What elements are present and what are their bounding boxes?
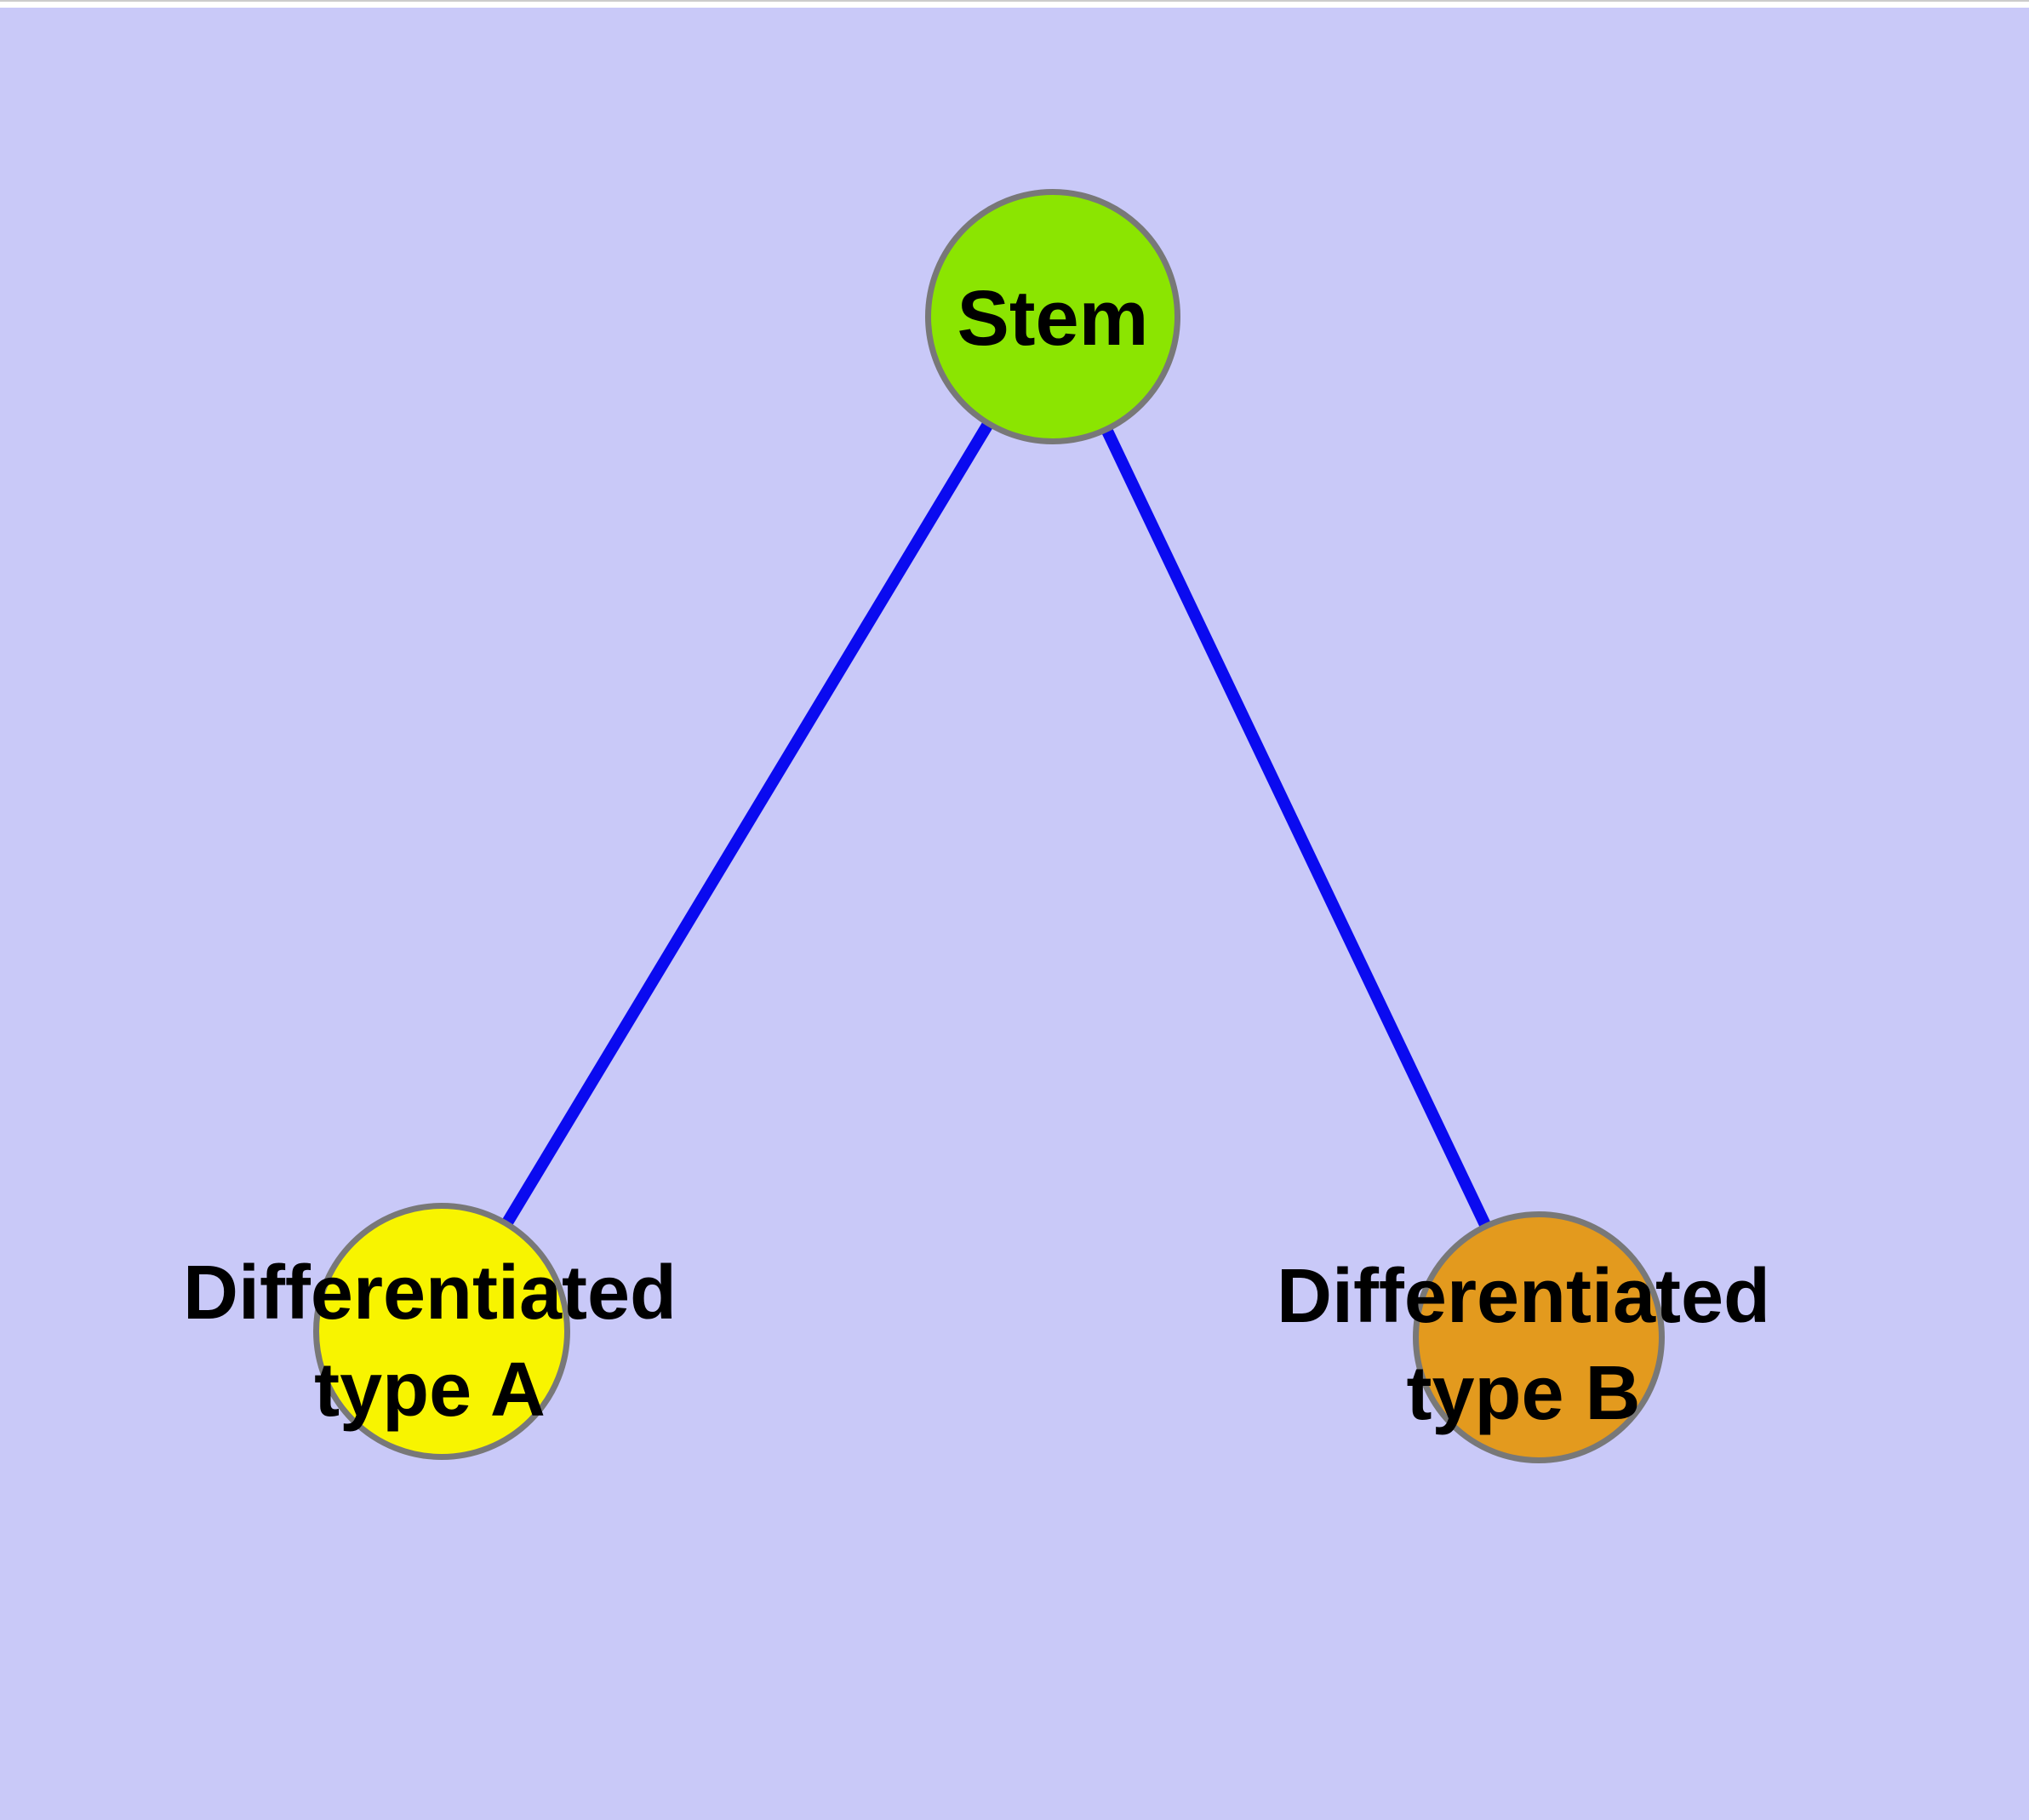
node-differentiated-type-a xyxy=(313,1203,570,1460)
node-stem xyxy=(925,189,1180,444)
node-differentiated-type-b xyxy=(1413,1211,1665,1463)
edge-stem-to-type-b xyxy=(1047,313,1545,1341)
window-top-strip xyxy=(0,0,2029,8)
edge-stem-to-type-a xyxy=(437,313,1058,1335)
